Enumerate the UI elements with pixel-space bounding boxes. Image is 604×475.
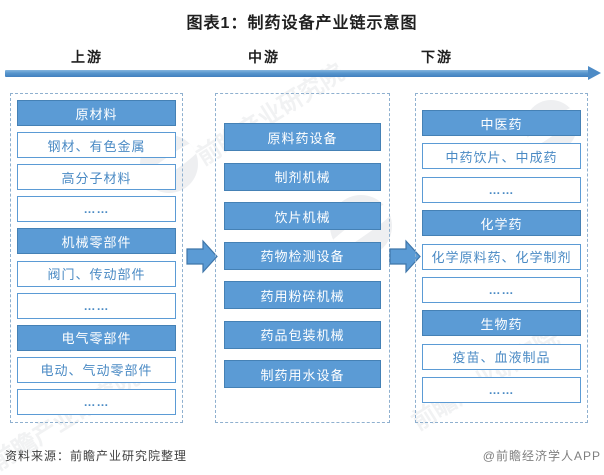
midstream-item: 原料药设备 [224,123,381,151]
downstream-group-title: 化学药 [422,210,581,237]
flow-arrow-upstream-to-midstream [186,239,218,274]
midstream-item: 药品包装机械 [224,320,381,349]
stage-label-midstream: 中游 [248,49,280,65]
upstream-column: 原材料 钢材、有色金属 高分子材料 …… 机械零部件 阀门、传动部件 …… 电气… [10,93,183,423]
downstream-item: 化学原料药、化学制剂 [422,243,581,270]
upstream-item: 电动、气动零部件 [17,356,176,383]
downstream-group-title: 生物药 [422,310,581,337]
downstream-item-ellipsis: …… [422,176,581,203]
upstream-item-ellipsis: …… [17,292,176,319]
timeline-arrow-head [588,66,601,80]
stage-label-upstream: 上游 [71,49,103,65]
upstream-group-title: 原材料 [17,100,176,126]
upstream-item: 阀门、传动部件 [17,260,176,287]
stage-label-downstream: 下游 [421,49,453,65]
timeline-arrow-shaft [5,70,589,77]
downstream-item: 疫苗、血液制品 [422,343,581,370]
flow-arrow-midstream-to-downstream [389,239,421,274]
midstream-item: 饮片机械 [224,202,381,230]
downstream-item-ellipsis: …… [422,377,581,403]
upstream-group-title: 机械零部件 [17,228,176,255]
midstream-column: 原料药设备 制剂机械 饮片机械 药物检测设备 药用粉碎机械 药品包装机械 制药用… [215,93,390,423]
upstream-item-ellipsis: …… [17,388,176,415]
upstream-group-title: 电气零部件 [17,324,176,351]
midstream-item: 药物检测设备 [224,241,381,270]
upstream-item: 钢材、有色金属 [17,132,176,159]
downstream-item: 中药饮片、中成药 [422,143,581,170]
upstream-item: 高分子材料 [17,164,176,191]
downstream-column: 中医药 中药饮片、中成药 …… 化学药 化学原料药、化学制剂 …… 生物药 疫苗… [415,93,588,423]
downstream-group-title: 中医药 [422,110,581,136]
credit-note: @前瞻经济学人APP [482,449,601,463]
midstream-item: 药用粉碎机械 [224,281,381,309]
downstream-item-ellipsis: …… [422,276,581,303]
midstream-item: 制药用水设备 [224,360,381,388]
page-title: 图表1：制药设备产业链示意图 [186,15,418,32]
midstream-item: 制剂机械 [224,162,381,191]
data-source-note: 资料来源：前瞻产业研究院整理 [5,449,188,463]
upstream-item-ellipsis: …… [17,196,176,223]
